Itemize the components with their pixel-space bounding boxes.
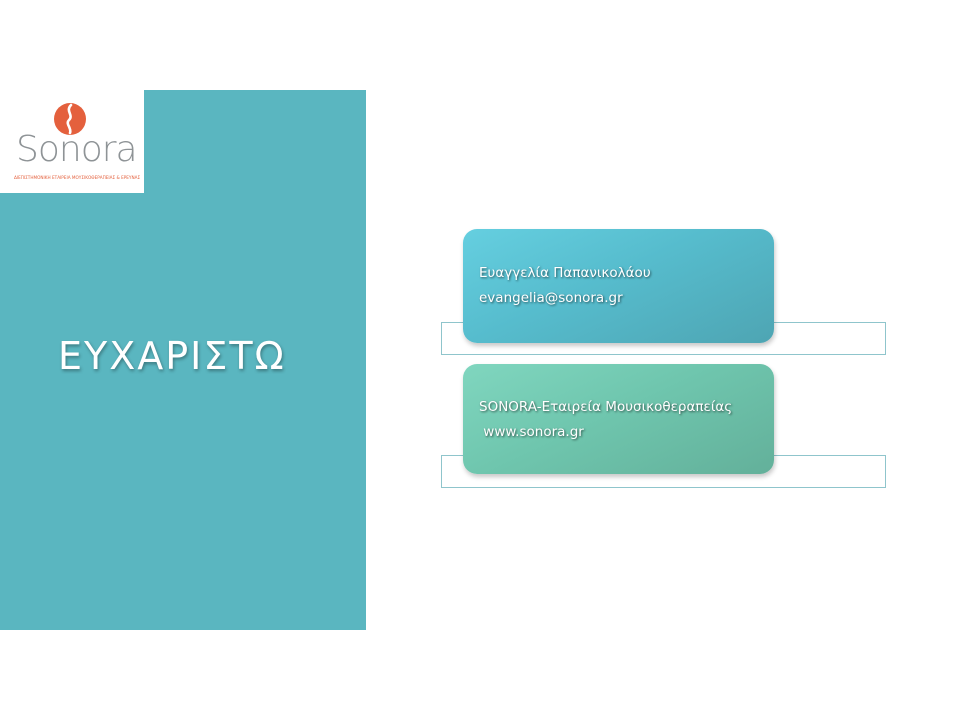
contact-name: Ευαγγελία Παπανικολάου xyxy=(479,265,651,281)
contact-email[interactable]: evangelia@sonora.gr xyxy=(479,290,623,306)
sonora-logo: Sonora ΔΙΕΠΙΣΤΗΜΟΝΙΚΗ ΕΤΑΙΡΕΙΑ ΜΟΥΣΙΚΟΘΕ… xyxy=(0,90,144,193)
sonora-flame-icon xyxy=(54,103,86,135)
organization-name: SONORA-Εταιρεία Μουσικοθεραπείας xyxy=(479,399,733,415)
contact-card-person: Ευαγγελία Παπανικολάου evangelia@sonora.… xyxy=(463,229,774,343)
logo-wordmark: Sonora xyxy=(16,129,138,170)
slide-title: ΕΥΧΑΡΙΣΤΩ xyxy=(58,334,286,378)
organization-website[interactable]: www.sonora.gr xyxy=(479,424,584,440)
logo-tagline: ΔΙΕΠΙΣΤΗΜΟΝΙΚΗ ΕΤΑΙΡΕΙΑ ΜΟΥΣΙΚΟΘΕΡΑΠΕΙΑΣ… xyxy=(14,175,141,180)
contact-card-organization: SONORA-Εταιρεία Μουσικοθεραπείας www.son… xyxy=(463,364,774,474)
